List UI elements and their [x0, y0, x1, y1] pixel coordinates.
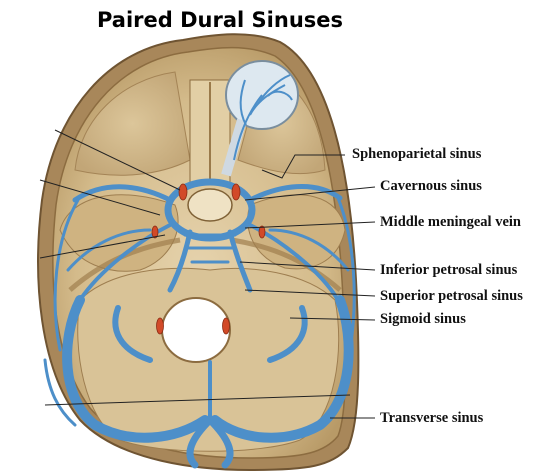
- diagram-title: Paired Dural Sinuses: [96, 8, 344, 32]
- label-superior-petrosal-sinus: Superior petrosal sinus: [380, 288, 523, 304]
- label-cavernous-sinus: Cavernous sinus: [380, 178, 482, 194]
- label-middle-meningeal-vein: Middle meningeal vein: [380, 214, 521, 230]
- petrous-ridge-right: [231, 237, 342, 292]
- anterior-fossa-left: [74, 71, 191, 176]
- dural-sinus-network: [43, 178, 356, 469]
- sella-turcica: [187, 188, 233, 222]
- label-sphenoparietal-sinus: Sphenoparietal sinus: [352, 146, 482, 162]
- label-transverse-sinus: Transverse sinus: [380, 410, 484, 426]
- leader-lines: [39, 129, 376, 419]
- label-sigmoid-sinus: Sigmoid sinus: [380, 311, 466, 327]
- ophthalmic-vessels: [233, 74, 293, 161]
- carotid-arteries: [151, 183, 266, 335]
- petrous-ridge-left: [68, 237, 181, 292]
- label-inferior-petrosal-sinus: Inferior petrosal sinus: [380, 262, 518, 278]
- optic-nerve: [221, 118, 247, 177]
- foramen-magnum: [161, 297, 231, 363]
